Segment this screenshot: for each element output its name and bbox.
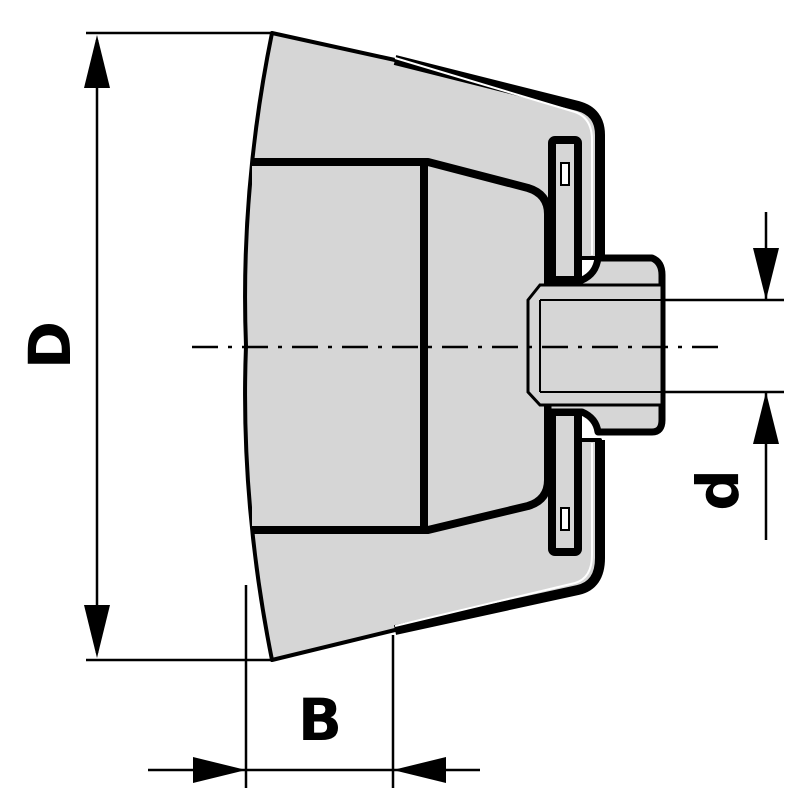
- dimension-label-b: B: [298, 686, 342, 754]
- arrowhead-b-left: [193, 757, 246, 783]
- dimension-label-bore: d: [684, 469, 752, 511]
- arrowhead-d-bottom: [84, 605, 110, 658]
- arrowhead-b-right: [393, 757, 446, 783]
- dimension-label-d: D: [16, 321, 84, 369]
- cup-inner-contour-top: [394, 57, 593, 255]
- bore: [526, 283, 664, 407]
- cup-inner-contour-bottom: [394, 443, 593, 627]
- arrowhead-bore-bottom: [753, 392, 779, 444]
- flange-slot-top: [560, 162, 570, 186]
- arrowhead-d-top: [84, 35, 110, 88]
- cup-rim-top: [393, 55, 605, 258]
- cup-rim-bottom: [393, 440, 605, 635]
- flange-slot-bottom: [560, 507, 570, 531]
- arrowhead-bore-top: [753, 248, 779, 300]
- flange-top: [548, 136, 582, 284]
